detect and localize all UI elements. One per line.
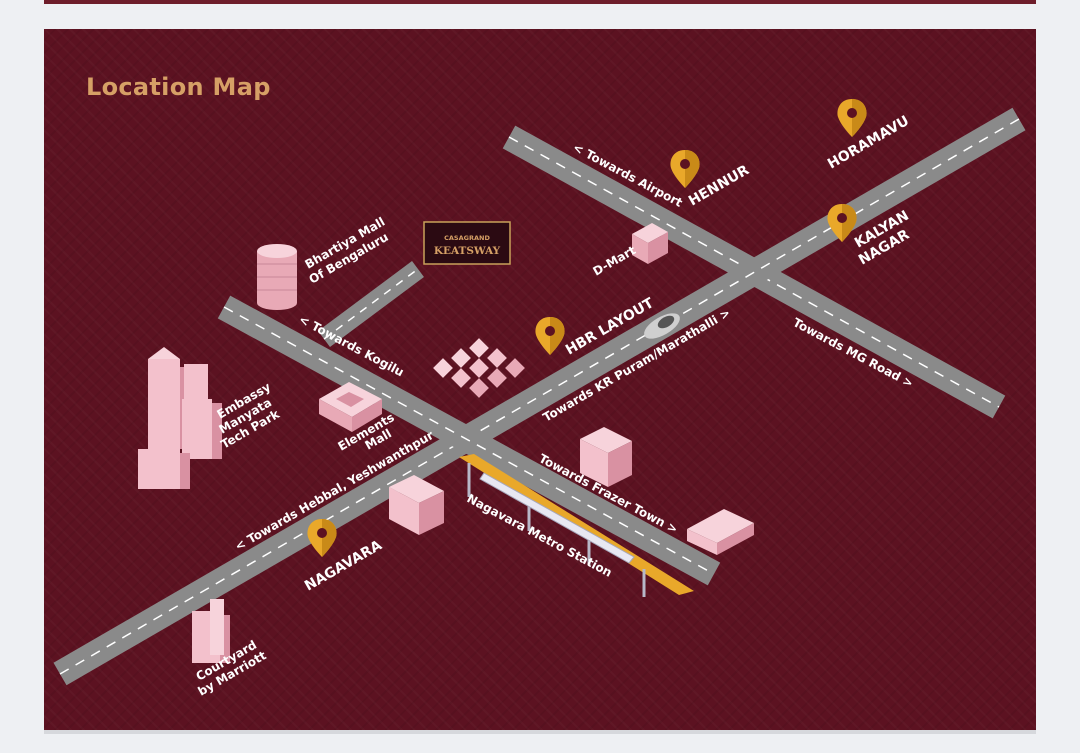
label-dmart: D-Mart [591,243,639,279]
pin-hennur [670,150,700,188]
pin-horamavu [837,99,867,137]
nagavara-building [389,475,444,535]
car [644,313,680,339]
bhartiya-mall-building [257,244,297,310]
frazer-town-building [580,427,632,487]
top-card-edge [44,0,1036,4]
metro-line [459,454,694,597]
logo-name: KEATSWAY [434,245,501,257]
logo-brand: CASAGRAND [444,234,490,242]
road-kogilu-frazer [217,295,721,586]
map-title: Location Map [86,73,271,101]
project-logo: CASAGRAND KEATSWAY [423,221,511,265]
bottom-card-edge [44,730,1036,734]
courtyard-building [192,599,230,663]
pin-hbr-layout [535,317,565,355]
location-map-card: Location Map [44,29,1036,730]
dmart-building [632,223,668,264]
road-kogilu-branch [318,260,424,348]
map-illustration: CASAGRAND KEATSWAY < Towards Airport < T… [53,99,1026,699]
label-horamavu: HORAMAVU [825,113,912,172]
embassy-tech-park-buildings [138,347,222,489]
hbr-cubes [433,338,525,398]
elements-mall-building [319,382,382,432]
road-main-diagonal [53,107,1026,686]
pin-nagavara [307,519,337,557]
mg-road-building [687,509,754,555]
